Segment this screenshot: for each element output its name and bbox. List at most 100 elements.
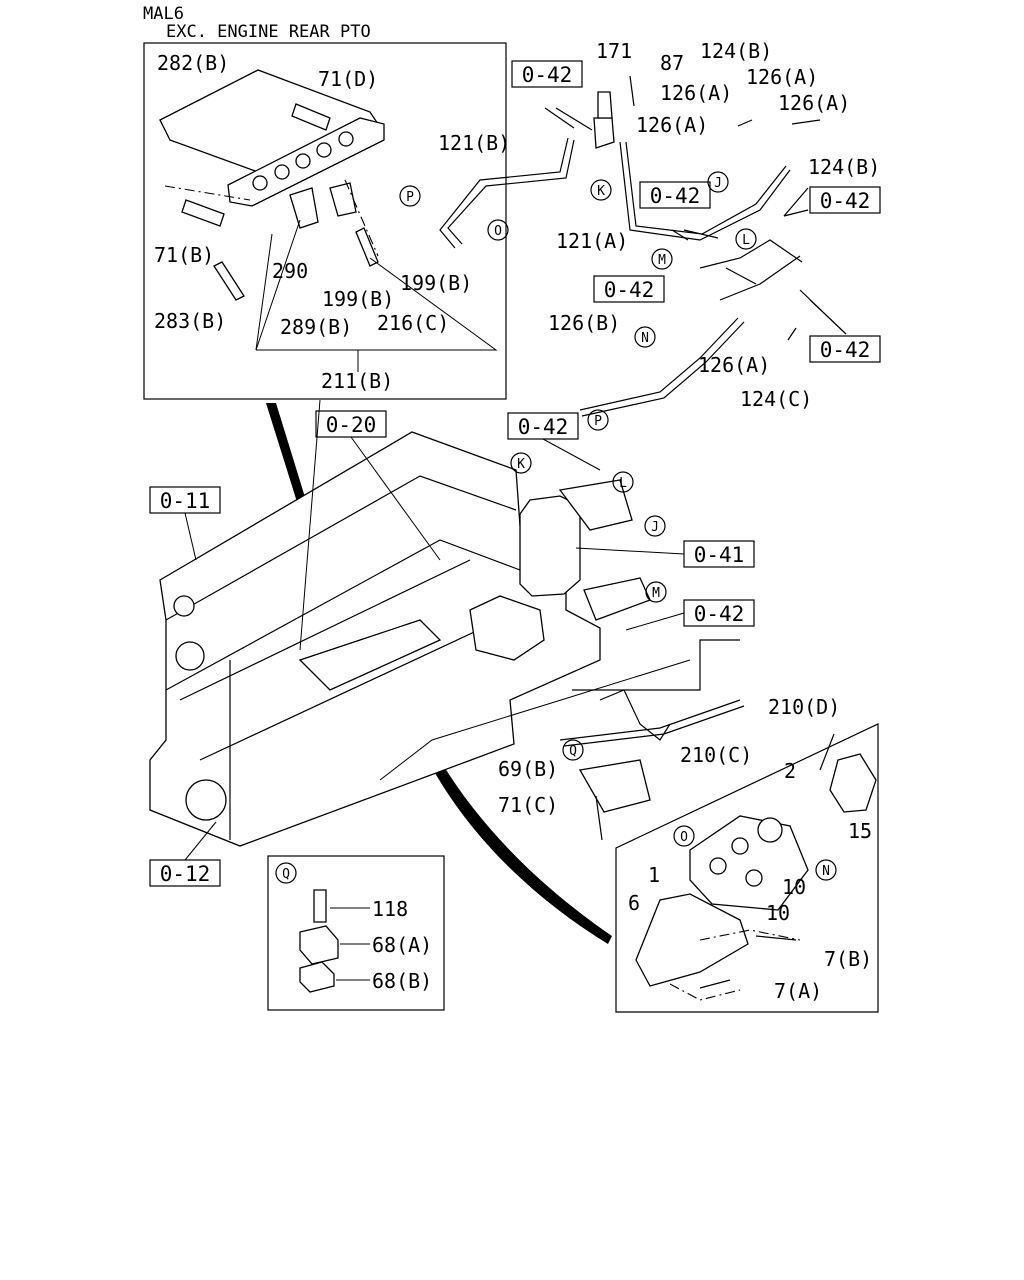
ref-0-42-d: [593, 275, 665, 303]
marker-P-top: [587, 409, 609, 431]
svg-text:J: J: [651, 520, 659, 535]
svg-text:Q: Q: [569, 744, 577, 759]
svg-text:0-41: 0-41: [694, 543, 745, 567]
gear-15: [829, 753, 877, 813]
svg-text:0-42: 0-42: [518, 415, 569, 439]
label-126A-d: 126(A): [636, 113, 708, 137]
joint-171: [593, 117, 615, 149]
label-1: 1: [648, 863, 660, 887]
bolt-7A: [699, 979, 731, 989]
label-87: 87: [660, 51, 684, 75]
svg-text:O: O: [680, 830, 688, 845]
label-126B: 126(B): [548, 311, 620, 335]
label-10-a: 10: [782, 875, 806, 899]
label-68B: 68(B): [372, 969, 432, 993]
label-199B-b: 199(B): [400, 271, 472, 295]
svg-text:N: N: [822, 864, 830, 879]
bracket-K: [558, 479, 633, 531]
adapter-199B: [355, 227, 379, 267]
svg-text:0-42: 0-42: [820, 189, 871, 213]
svg-text:0-12: 0-12: [160, 862, 211, 886]
label-7A: 7(A): [774, 979, 822, 1003]
label-211B: 211(B): [321, 369, 393, 393]
label-171: 171: [596, 39, 632, 63]
label-199B-a: 199(B): [322, 287, 394, 311]
svg-text:0-11: 0-11: [160, 489, 211, 513]
label-68A: 68(A): [372, 933, 432, 957]
svg-text:P: P: [594, 414, 602, 429]
svg-text:K: K: [517, 457, 525, 472]
marker-L-top: [735, 228, 757, 250]
label-121B: 121(B): [438, 131, 510, 155]
clamp-detail: 118 68(A) 68(B) Q: [267, 855, 445, 1011]
clamp-detail-frame: [267, 855, 445, 1011]
inset-detail: 282(B) 71(D) 71(B) 290 199(B) 199(B) 283…: [143, 42, 507, 400]
diagram-code: MAL6: [143, 4, 184, 24]
rail-on-engine: [298, 619, 442, 691]
label-7B: 7(B): [824, 947, 872, 971]
svg-text:L: L: [742, 233, 750, 248]
ref-0-42-e: [809, 335, 881, 363]
svg-text:M: M: [652, 586, 660, 601]
label-69B: 69(B): [498, 757, 558, 781]
bracket-69B: [578, 759, 651, 813]
marker-Q-clamp: [275, 862, 297, 884]
label-15: 15: [848, 819, 872, 843]
label-126A-e: 126(A): [698, 353, 770, 377]
svg-text:M: M: [658, 253, 666, 268]
engine-block: 0-20 0-11 0-42 0-41 0-42 0-12 210(D) 210…: [149, 399, 840, 887]
clamp-68B: [299, 961, 335, 993]
bolt-71D: [291, 103, 331, 131]
bracket-M: [583, 577, 651, 621]
svg-text:0-20: 0-20: [326, 413, 377, 437]
inset-frame: [143, 42, 507, 400]
svg-text:0-42: 0-42: [820, 338, 871, 362]
marker-N-top: [634, 326, 656, 348]
label-289B: 289(B): [280, 315, 352, 339]
label-2: 2: [784, 759, 796, 783]
svg-text:Q: Q: [282, 867, 290, 882]
ref-0-42-c: [809, 186, 881, 214]
svg-text:0-42: 0-42: [604, 278, 655, 302]
pressure-sensor: [289, 187, 319, 229]
pipe-121B: [439, 137, 569, 249]
bolt-71B: [181, 199, 225, 227]
label-6: 6: [628, 891, 640, 915]
supply-pump: [689, 815, 809, 911]
svg-text:J: J: [714, 176, 722, 191]
marker-K-main: [510, 452, 532, 474]
svg-text:N: N: [641, 331, 649, 346]
label-290: 290: [272, 259, 308, 283]
bolt-283B: [213, 261, 245, 301]
marker-P-inset: [399, 185, 421, 207]
ref-0-42-b: [639, 181, 711, 209]
bolt-2: [819, 733, 835, 771]
bolt-7B: [755, 935, 797, 941]
pipe-detail: 0-42 0-42 0-42 0-42 0-42 171 87 124(B) 1…: [438, 39, 881, 431]
label-124B-a: 124(B): [700, 39, 772, 63]
label-282B: 282(B): [157, 51, 229, 75]
marker-O-top: [487, 219, 509, 241]
crank-bore: [185, 779, 227, 821]
label-126A-a: 126(A): [746, 65, 818, 89]
fuel-pump-body: [469, 595, 545, 661]
label-216C: 216(C): [377, 311, 449, 335]
bolt-87: [629, 75, 635, 107]
marker-K-top: [590, 179, 612, 201]
label-126A-c: 126(A): [778, 91, 850, 115]
diagram-subtitle: EXC. ENGINE REAR PTO: [166, 22, 371, 42]
label-210C: 210(C): [680, 743, 752, 767]
svg-text:0-42: 0-42: [522, 63, 573, 87]
pump-detail: 2 15 1 10 10 6 7(B) 7(A) O N: [615, 723, 879, 1013]
label-283B: 283(B): [154, 309, 226, 333]
pump-detail-frame: [615, 723, 879, 1013]
svg-text:P: P: [406, 190, 414, 205]
label-124B-b: 124(B): [808, 155, 880, 179]
svg-text:L: L: [619, 476, 627, 491]
label-71D: 71(D): [318, 67, 378, 91]
label-124C: 124(C): [740, 387, 812, 411]
svg-text:O: O: [494, 224, 502, 239]
svg-text:K: K: [597, 184, 605, 199]
ref-0-42-a: [511, 60, 583, 88]
